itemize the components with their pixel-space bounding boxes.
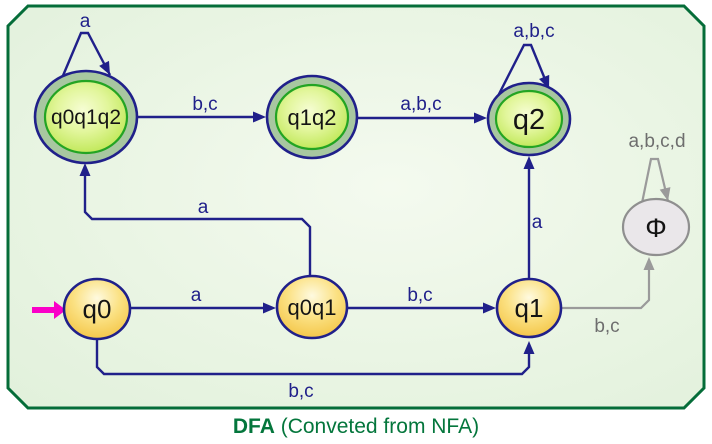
state-q1q2: q1q2 <box>265 74 359 160</box>
edge-q1-phi: b,c <box>561 257 655 337</box>
caption-subtitle: (Conveted from NFA) <box>275 415 479 438</box>
panel-background <box>6 4 706 410</box>
edge-q1-q2: a <box>523 156 543 279</box>
arrowhead <box>253 111 266 123</box>
arrowhead <box>523 156 535 169</box>
arrowhead <box>263 302 276 314</box>
arrowhead <box>659 187 671 201</box>
edge-label: a,b,c <box>400 94 441 115</box>
state-label: q0q1q2 <box>51 106 121 129</box>
edge-label: a,b,c <box>513 21 554 42</box>
state-label: q0q1 <box>288 295 337 320</box>
start-arrow <box>32 301 66 319</box>
edge-phi-self: a,b,c,d <box>628 131 686 204</box>
state-circle <box>621 197 691 257</box>
caption-title: DFA <box>233 415 275 438</box>
arrowhead <box>523 341 535 354</box>
state-inner-circle <box>494 89 564 149</box>
edge-label: a,b,c,d <box>628 131 685 152</box>
edge-line <box>95 339 531 376</box>
edge-label: b,c <box>594 316 619 337</box>
state-label: q1q2 <box>288 105 337 130</box>
edge-q0-q1: b,c <box>95 339 535 402</box>
edge-label: a <box>198 197 209 218</box>
edge-label: a <box>191 285 202 306</box>
start-arrow-head <box>54 301 66 319</box>
state-q0q1q2: q0q1q2 <box>33 69 139 165</box>
state-q2: q2 <box>486 81 572 157</box>
state-q0q1: q0q1 <box>275 274 349 340</box>
edge-label: b,c <box>407 285 432 306</box>
arrowhead <box>99 60 110 75</box>
state-q0: q0 <box>62 277 132 341</box>
state-label: q2 <box>513 104 545 136</box>
state-inner-circle <box>274 83 350 151</box>
state-circle <box>275 274 349 340</box>
edge-line <box>561 266 651 310</box>
arrowhead <box>643 257 655 270</box>
edge-label: b,c <box>288 381 313 402</box>
arrowhead <box>483 302 496 314</box>
edge-line <box>495 43 551 99</box>
state-circle <box>62 277 132 341</box>
arrowhead <box>79 163 91 176</box>
edge-line <box>83 172 312 278</box>
edge-q1q2-q2: a,b,c <box>357 94 487 124</box>
edge-q0q1q2-self: a <box>60 11 112 79</box>
start-arrow-shaft <box>32 307 55 313</box>
state-circle <box>495 277 563 339</box>
edge-q0q1-q1: b,c <box>347 285 496 314</box>
state-label: Φ <box>645 213 667 243</box>
edge-line <box>640 157 670 204</box>
state-phi: Φ <box>621 197 691 257</box>
edge-label: a <box>532 212 543 233</box>
state-inner-circle <box>43 79 129 155</box>
edge-q0-q0q1: a <box>130 285 276 314</box>
edge-q0q1-q0q1q2: a <box>79 163 312 278</box>
state-label: q1 <box>515 293 544 323</box>
arrowhead <box>474 112 487 124</box>
state-q1: q1 <box>495 277 563 339</box>
edge-line <box>60 31 112 79</box>
diagram-caption: DFA (Conveted from NFA) <box>233 415 479 438</box>
edge-label: a <box>80 11 91 32</box>
edge-label: b,c <box>192 94 217 115</box>
state-label: q0 <box>83 294 112 324</box>
edge-q0q1q2-q1q2: b,c <box>137 94 266 123</box>
edge-q2-self: a,b,c <box>495 21 555 99</box>
